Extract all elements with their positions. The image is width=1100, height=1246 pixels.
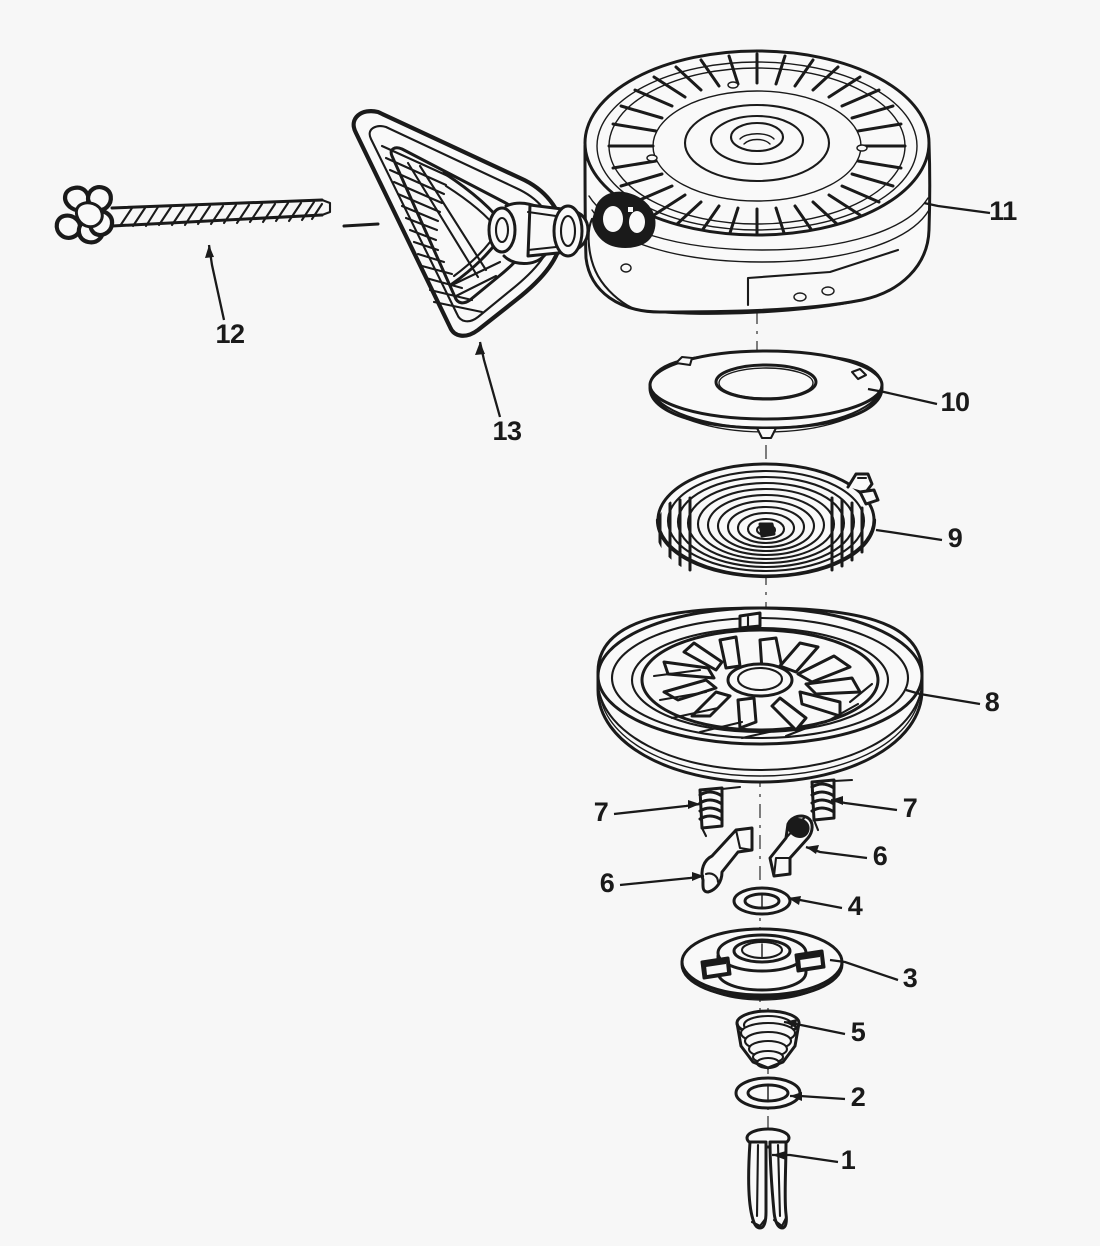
leader-7-left [613,802,701,816]
callout-label-2: 2 [851,1082,866,1112]
part-pawl-spring-left: 7 [594,785,742,838]
callout-label-1: 1 [841,1145,856,1175]
recoil-spring-coils [656,462,876,578]
part-retainer-plate-3: 3 [680,927,918,1001]
callout-label-10: 10 [940,387,969,417]
part-recoil-spring: 9 [655,462,963,579]
callout-label-7-left: 7 [594,797,609,827]
part-starter-pulley: 8 [596,606,1000,784]
callout-label-7-right: 7 [903,793,918,823]
callout-label-13: 13 [492,416,522,446]
part-pawl-spring-right: 7 [810,778,918,832]
callout-label-12: 12 [215,319,244,349]
callout-label-4: 4 [848,891,863,921]
callout-label-6-right: 6 [873,841,888,871]
conical-spring-coils [735,1009,801,1070]
part-starter-pawl-left: 6 [600,826,754,898]
callout-label-9: 9 [948,523,963,553]
callout-label-3: 3 [903,963,918,993]
pulley-fan-blades [652,635,874,740]
part-starter-handle: 13 [351,109,590,446]
callout-label-5: 5 [851,1017,866,1047]
leader-9 [875,528,943,542]
part-washer-4: 4 [732,886,863,921]
leader-10 [867,387,938,406]
callout-label-11: 11 [989,196,1017,226]
part-starter-rope: 12 [54,185,380,349]
part-split-pin-1: 1 [745,1127,856,1230]
pawl-spring-left-coil [698,785,742,838]
rope-body [110,198,332,228]
retainer-slot-left [700,956,732,980]
retainer-slot-right [794,949,826,973]
leader-8 [905,688,981,706]
rope-knot [54,185,115,245]
part-conical-spring-5: 5 [735,1009,866,1070]
leader-11 [923,201,991,215]
part-spring-retainer-plate: 10 [648,349,970,440]
leader-6-left [619,874,705,887]
part-starter-pawl-right: 6 [768,814,888,878]
leader-3 [829,958,899,982]
part-starter-housing: 11 [583,49,1018,315]
handle-rope-boss [487,201,590,265]
rope-to-handle-dash [342,222,380,228]
part-washer-2: 2 [734,1076,866,1112]
callout-label-8: 8 [985,687,1000,717]
callout-label-6-left: 6 [600,868,615,898]
pawl-spring-right-coil [810,778,854,832]
